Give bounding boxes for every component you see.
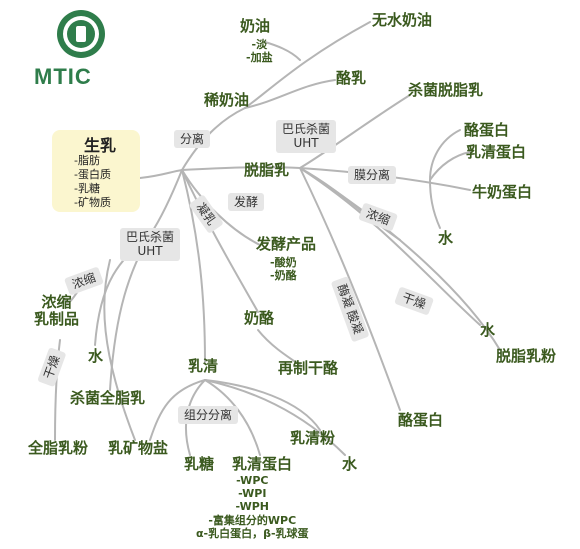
product-milk-minerals: 乳矿物盐 (108, 439, 169, 457)
product-water-mid: 水 (480, 321, 496, 339)
product-whey-powder: 乳清粉 (290, 429, 336, 447)
product-sterile-whole: 杀菌全脂乳 (70, 389, 146, 407)
product-water-bottom: 水 (342, 455, 358, 473)
whey-sub-wph: -WPH (235, 500, 270, 514)
product-fermented: 发酵产品 (256, 235, 317, 253)
product-sterile-skim: 杀菌脱脂乳 (408, 81, 484, 99)
whey-sub-wpc: -WPC (236, 474, 269, 487)
logo-text: MTIC (34, 64, 92, 89)
product-concentrated-dairy: 浓缩 乳制品 (34, 293, 80, 329)
product-skim-powder: 脱脂乳粉 (496, 347, 557, 365)
process-component-separation: 组分分离 (178, 406, 239, 425)
process-separation: 分离 (174, 130, 211, 149)
process-uht-label: UHT (293, 136, 319, 151)
whey-sub-alpha-beta: α-乳白蛋白，β-乳球蛋 (196, 526, 309, 540)
fermented-sub-yogurt: -酸奶 (270, 256, 297, 269)
whey-sub-wpi: -WPI (238, 487, 267, 501)
product-lactose: 乳糖 (184, 455, 215, 473)
product-casein-top: 酪蛋白 (464, 121, 510, 139)
raw-item-fat: -脂肪 (74, 154, 100, 167)
butter-subtypes: -淡 -加盐 (246, 38, 273, 64)
product-whey-protein: 乳清蛋白 (232, 455, 293, 473)
whey-protein-subtypes: -WPC -WPI -WPH -富集组分的WPC α-乳白蛋白，β-乳球蛋 (196, 474, 309, 540)
product-anhydrous-butter: 无水奶油 (372, 11, 433, 29)
product-casein-bottom: 酪蛋白 (398, 411, 444, 429)
concentrated-dairy-line1: 浓缩 (41, 293, 72, 311)
product-whey-protein-top: 乳清蛋白 (466, 143, 527, 161)
product-cheese: 奶酪 (244, 309, 275, 327)
process-pasteurize-uht-left: 巴氏杀菌 UHT (120, 228, 181, 261)
product-thin-cream: 稀奶油 (204, 91, 250, 109)
fermented-subtypes: -酸奶 -奶酪 (270, 256, 297, 282)
raw-item-protein: -蛋白质 (74, 168, 111, 181)
whey-sub-enriched-wpc: -富集组分的WPC (208, 513, 297, 527)
product-water-left: 水 (88, 347, 104, 365)
product-butter: 奶油 (240, 17, 271, 35)
product-skim-milk: 脱脂乳 (244, 161, 290, 179)
raw-item-lactose: -乳糖 (74, 182, 100, 195)
fermented-sub-cheese: -奶酪 (270, 269, 297, 283)
raw-milk-title: 生乳 (84, 136, 117, 155)
product-whole-powder: 全脂乳粉 (28, 439, 89, 457)
process-pasteurize-label: 巴氏杀菌 (126, 230, 175, 244)
mtic-logo-icon (57, 10, 105, 58)
product-whey: 乳清 (188, 357, 219, 375)
process-uht-label: UHT (137, 244, 163, 259)
product-processed-cheese: 再制干酪 (278, 359, 339, 377)
product-milk-protein: 牛奶蛋白 (472, 183, 533, 201)
process-membrane-separation: 膜分离 (348, 166, 397, 185)
process-pasteurize-uht-top: 巴氏杀菌 UHT (276, 120, 337, 153)
process-ferment: 发酵 (228, 193, 265, 212)
process-pasteurize-label: 巴氏杀菌 (282, 122, 331, 136)
product-buttermilk: 酪乳 (336, 69, 367, 87)
butter-sub-plain: -淡 (251, 38, 268, 51)
product-water-right: 水 (438, 229, 454, 247)
raw-item-minerals: -矿物质 (74, 196, 111, 209)
concentrated-dairy-line2: 乳制品 (34, 310, 80, 329)
raw-milk-box (52, 130, 140, 212)
butter-sub-salted: -加盐 (246, 51, 273, 65)
